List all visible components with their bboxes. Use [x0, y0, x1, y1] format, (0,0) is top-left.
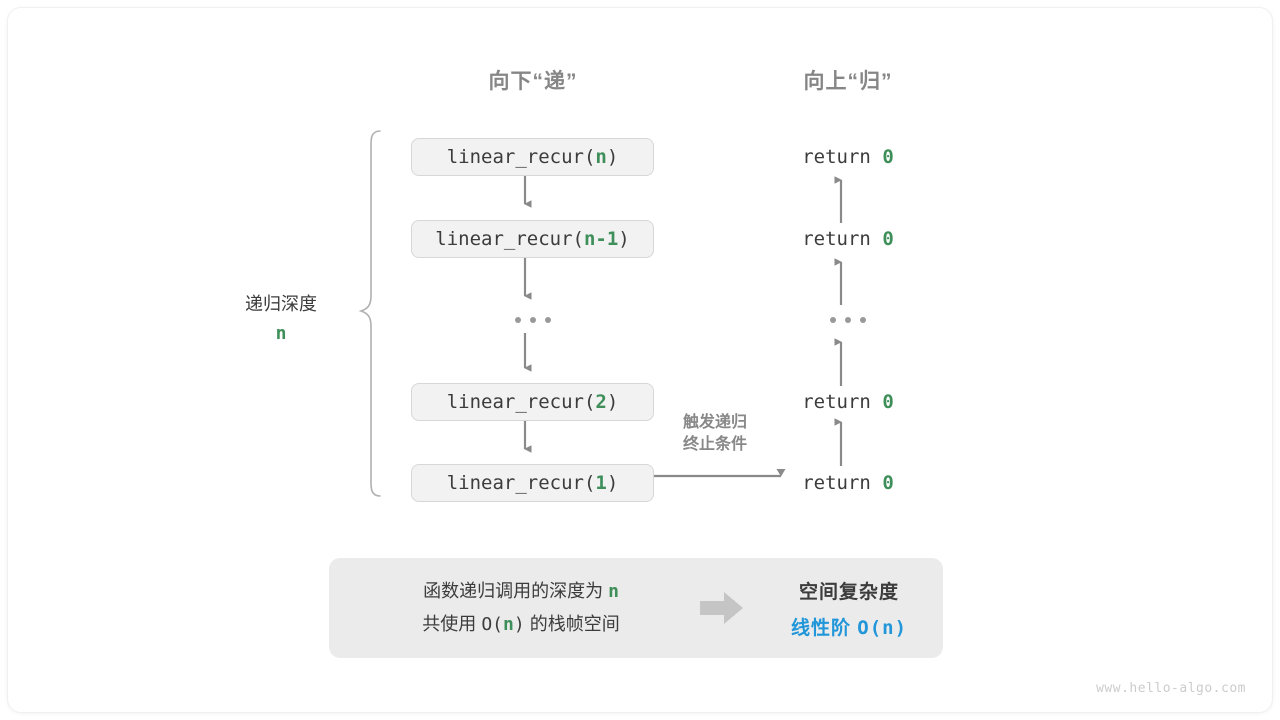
- call-box[interactable]: linear_recur(1): [411, 464, 654, 502]
- summary-conclusion: 空间复杂度 线性阶 O(n): [755, 577, 943, 640]
- summary-conclusion-title: 空间复杂度: [798, 581, 899, 603]
- call-ellipsis: [515, 317, 551, 323]
- recursion-depth-label: 递归深度 n: [245, 290, 317, 344]
- call-name: linear_recur(: [446, 146, 596, 168]
- summary-description: 函数递归调用的深度为 n 共使用 O(n) 的栈帧空间: [329, 575, 689, 641]
- block-arrow-right-icon: [689, 591, 755, 625]
- summary-line2-suffix: 的栈帧空间: [524, 614, 620, 634]
- return-value: 0: [882, 391, 894, 413]
- call-box[interactable]: linear_recur(n): [411, 138, 654, 176]
- return-keyword: return: [802, 391, 871, 413]
- diagram-card: 向下“递” 向上“归”: [8, 8, 1272, 712]
- summary-line1-text: 函数递归调用的深度为: [423, 581, 609, 601]
- termination-note: 触发递归 终止条件: [683, 412, 747, 456]
- return-value: 0: [882, 146, 894, 168]
- summary-line1-n: n: [608, 581, 619, 602]
- return-keyword: return: [802, 146, 871, 168]
- call-close: ): [606, 391, 619, 413]
- return-ellipsis: [830, 317, 866, 323]
- call-arg: 2: [595, 391, 607, 413]
- summary-complexity-notation: O(n): [857, 616, 908, 639]
- recursion-depth-text: 递归深度: [245, 294, 317, 314]
- return-label: return 0: [802, 472, 894, 494]
- summary-conclusion-value: 线性阶 O(n): [755, 613, 943, 640]
- watermark: www.hello-algo.com: [1096, 681, 1246, 696]
- dot-icon: [530, 317, 536, 323]
- dot-icon: [845, 317, 851, 323]
- call-close: ): [606, 472, 619, 494]
- dot-icon: [545, 317, 551, 323]
- call-arg: n: [595, 146, 607, 168]
- return-label: return 0: [802, 146, 894, 168]
- call-name: linear_recur(: [446, 391, 596, 413]
- return-label: return 0: [802, 228, 894, 250]
- summary-line-2: 共使用 O(n) 的栈帧空间: [353, 608, 689, 641]
- recursion-depth-value: n: [275, 323, 287, 344]
- call-name: linear_recur(: [446, 472, 596, 494]
- column-header-descend: 向下“递”: [488, 70, 578, 93]
- termination-note-line2: 终止条件: [682, 436, 748, 453]
- summary-line2-n: n: [503, 614, 514, 635]
- summary-line2-open: O(: [481, 614, 503, 635]
- return-label: return 0: [802, 391, 894, 413]
- return-value: 0: [882, 472, 894, 494]
- call-close: ): [618, 228, 630, 250]
- summary-complexity-label: 线性阶: [790, 617, 858, 639]
- call-close: ): [606, 146, 619, 168]
- summary-line-1: 函数递归调用的深度为 n: [353, 575, 689, 608]
- dot-icon: [515, 317, 521, 323]
- call-arg: 1: [595, 472, 607, 494]
- summary-line2-prefix: 共使用: [422, 614, 482, 634]
- call-box[interactable]: linear_recur(n-1): [411, 220, 654, 258]
- return-value: 0: [882, 228, 894, 250]
- summary-panel: 函数递归调用的深度为 n 共使用 O(n) 的栈帧空间 空间复杂度 线性阶 O(…: [329, 558, 943, 658]
- dot-icon: [830, 317, 836, 323]
- termination-note-line1: 触发递归: [682, 414, 748, 431]
- call-name: linear_recur(: [435, 228, 584, 250]
- return-keyword: return: [802, 472, 871, 494]
- call-box[interactable]: linear_recur(2): [411, 383, 654, 421]
- call-arg: n-1: [583, 228, 619, 250]
- dot-icon: [860, 317, 866, 323]
- column-header-ascend: 向上“归”: [803, 70, 893, 93]
- summary-line2-close: ): [513, 614, 525, 635]
- return-keyword: return: [802, 228, 871, 250]
